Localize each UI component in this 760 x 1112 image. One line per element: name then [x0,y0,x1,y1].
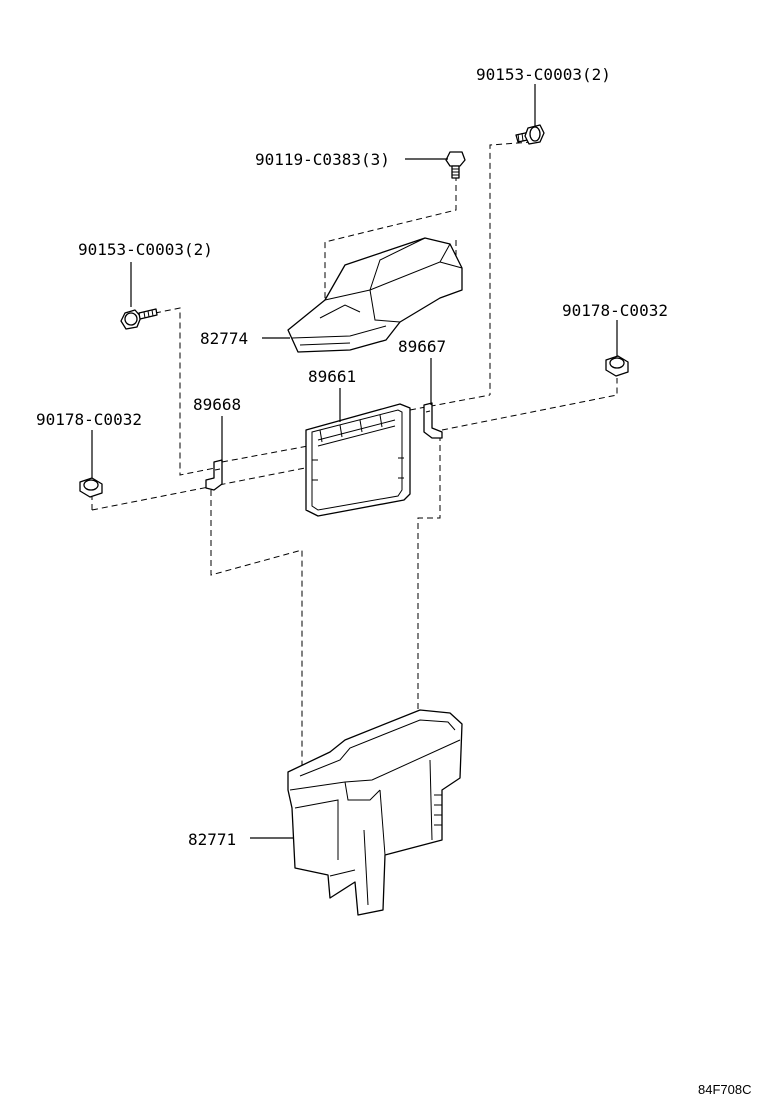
nut-left-icon [79,477,103,498]
bracket-right-icon [423,402,443,439]
label-box: 82771 [188,830,236,849]
bolt-top-right-icon [515,124,545,145]
label-bolt-top-right: 90153-C0003(2) [476,65,611,84]
label-bracket-left: 89668 [193,395,241,414]
label-ecu: 89661 [308,367,356,386]
ecu-unit-icon [305,403,411,517]
bolt-left-icon [120,308,158,330]
bracket-left-icon [205,459,223,491]
ecu-cover-icon [287,237,463,353]
nut-right-icon [605,355,629,377]
ecu-box-icon [287,709,463,916]
bolt-upper-icon [445,151,466,179]
alignment-lines [91,141,618,770]
label-nut-left: 90178-C0032 [36,410,142,429]
label-nut-right: 90178-C0032 [562,301,668,320]
label-bracket-right: 89667 [398,337,446,356]
figure-reference: 84F708C [698,1082,751,1097]
label-bolt-upper: 90119-C0383(3) [255,150,390,169]
label-cover: 82774 [200,329,248,348]
label-bolt-left: 90153-C0003(2) [78,240,213,259]
